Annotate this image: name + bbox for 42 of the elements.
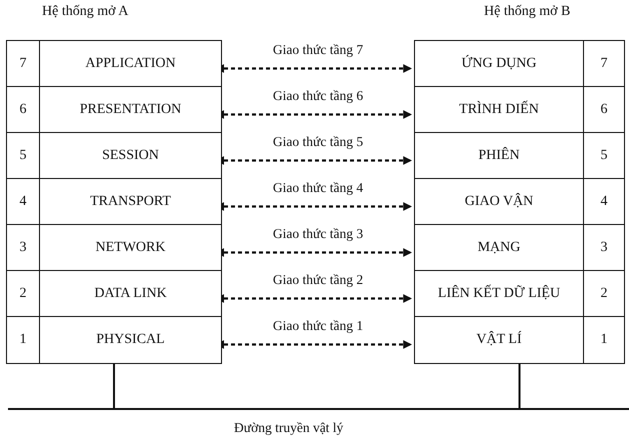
connector-line — [518, 362, 520, 408]
layer-number: 1 — [583, 317, 624, 362]
layer-row — [414, 316, 625, 364]
layer-row — [6, 132, 222, 180]
layer-row — [414, 224, 625, 272]
layer-name: MẠNG — [476, 238, 522, 257]
edge-label: Giao thức tầng 5 — [270, 134, 366, 150]
layer-name: VẬT LÍ — [475, 330, 523, 349]
layer-name: PHIÊN — [477, 146, 521, 165]
layer-row — [6, 316, 222, 364]
layer-row — [414, 270, 625, 318]
system-heading: Hệ thống mở B — [484, 4, 570, 20]
layer-name: LIÊN KẾT DỮ LIỆU — [436, 284, 562, 303]
layer-row — [6, 40, 222, 88]
edge-label: Giao thức tầng 7 — [270, 42, 366, 58]
edge-label: Giao thức tầng 3 — [270, 226, 366, 242]
line-caption: Đường truyền vật lý — [234, 420, 344, 436]
edge-label: Giao thức tầng 6 — [270, 88, 366, 104]
edge-label: Giao thức tầng 1 — [270, 318, 366, 334]
layer-name: DATA LINK — [93, 284, 168, 303]
edge-label: Giao thức tầng 2 — [270, 272, 366, 288]
layer-row — [414, 86, 625, 134]
layer-name: NETWORK — [94, 238, 166, 257]
layer-number: 1 — [7, 317, 40, 362]
layer-row — [414, 132, 625, 180]
layer-row — [6, 224, 222, 272]
layer-name: TRÌNH DIẾN — [458, 100, 540, 119]
layer-row — [6, 178, 222, 226]
edge-label: Giao thức tầng 4 — [270, 180, 366, 196]
layer-name: APPLICATION — [84, 54, 177, 73]
layer-row — [414, 178, 625, 226]
layer-name: GIAO VẬN — [464, 192, 534, 211]
connector-line — [113, 362, 115, 408]
layer-name: PRESENTATION — [78, 100, 182, 119]
layer-name: ỨNG DỤNG — [460, 54, 538, 73]
layer-row — [6, 270, 222, 318]
layer-name: TRANSPORT — [89, 192, 172, 211]
layer-name: SESSION — [101, 146, 160, 165]
layer-row — [414, 40, 625, 88]
layer-row — [6, 86, 222, 134]
layer-name: PHYSICAL — [95, 330, 166, 349]
system-heading: Hệ thống mở A — [42, 4, 128, 20]
